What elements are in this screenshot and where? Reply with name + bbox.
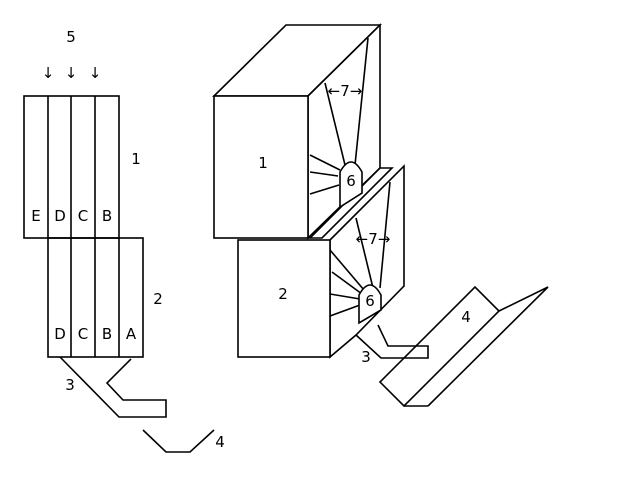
strip-label-d: D <box>54 325 66 343</box>
right-tray: 4 <box>378 285 549 408</box>
left-tray <box>142 429 215 453</box>
left-diagram: 5 ↓ ↓ ↓ E D C B 1 D C B A 2 <box>23 28 225 453</box>
left-block-1-number: 1 <box>131 150 141 168</box>
left-block-1: E D C B 1 <box>23 95 141 239</box>
right-block-2-front <box>237 239 331 358</box>
nozzle-bottom-label: 6 <box>365 292 375 310</box>
nozzle-bottom <box>358 284 382 325</box>
strip-label-e: E <box>31 207 40 225</box>
fan-blade <box>331 271 363 295</box>
right-fan-bottom-label: ←7→ <box>356 230 391 248</box>
right-block-1-front <box>213 95 309 239</box>
right-tray-rim <box>498 286 549 312</box>
nozzle-top <box>339 161 363 209</box>
fan-blade <box>309 171 339 177</box>
right-chute-number: 3 <box>361 348 371 366</box>
strip-label-a: A <box>126 325 137 343</box>
feed-number-label: 5 <box>66 28 76 46</box>
fan-blade <box>309 154 341 171</box>
right-diagram: 4 2 ←7→ 1 ←7→ <box>212 23 549 408</box>
right-tray-rim <box>427 286 549 407</box>
strip-label-c: C <box>78 325 88 343</box>
fan-blade <box>354 37 369 166</box>
left-block-2: D C B A 2 <box>47 237 163 358</box>
strip-label-b: B <box>102 325 112 343</box>
right-block-2-number: 2 <box>278 285 288 303</box>
right-fan-top-label: ←7→ <box>328 82 363 100</box>
strip-label-b: B <box>102 207 112 225</box>
left-tray-number: 4 <box>215 433 225 451</box>
right-block-1-number: 1 <box>258 154 268 172</box>
nozzle-top-label: 6 <box>346 172 356 190</box>
strip-label-d: D <box>54 207 66 225</box>
left-chute <box>59 356 167 418</box>
left-chute-number: 3 <box>65 376 75 394</box>
fan-blade <box>309 184 340 195</box>
feed-arrow-2: ↓ <box>65 64 78 82</box>
right-block-2: 2 ←7→ <box>237 164 405 359</box>
fan-blade <box>329 249 365 291</box>
right-block-1: 1 ←7→ <box>212 23 382 240</box>
feed-arrow-3: ↓ <box>89 64 102 82</box>
fan-blade <box>329 304 361 317</box>
fan-blade <box>324 82 346 166</box>
fan-blade <box>329 293 361 300</box>
right-tray-number: 4 <box>461 308 471 326</box>
left-block-2-number: 2 <box>153 290 163 308</box>
strip-label-c: C <box>78 207 88 225</box>
feed-arrow-1: ↓ <box>42 64 55 82</box>
fan-blade <box>379 181 391 289</box>
right-chute <box>355 324 429 359</box>
fan-blade <box>355 217 374 289</box>
